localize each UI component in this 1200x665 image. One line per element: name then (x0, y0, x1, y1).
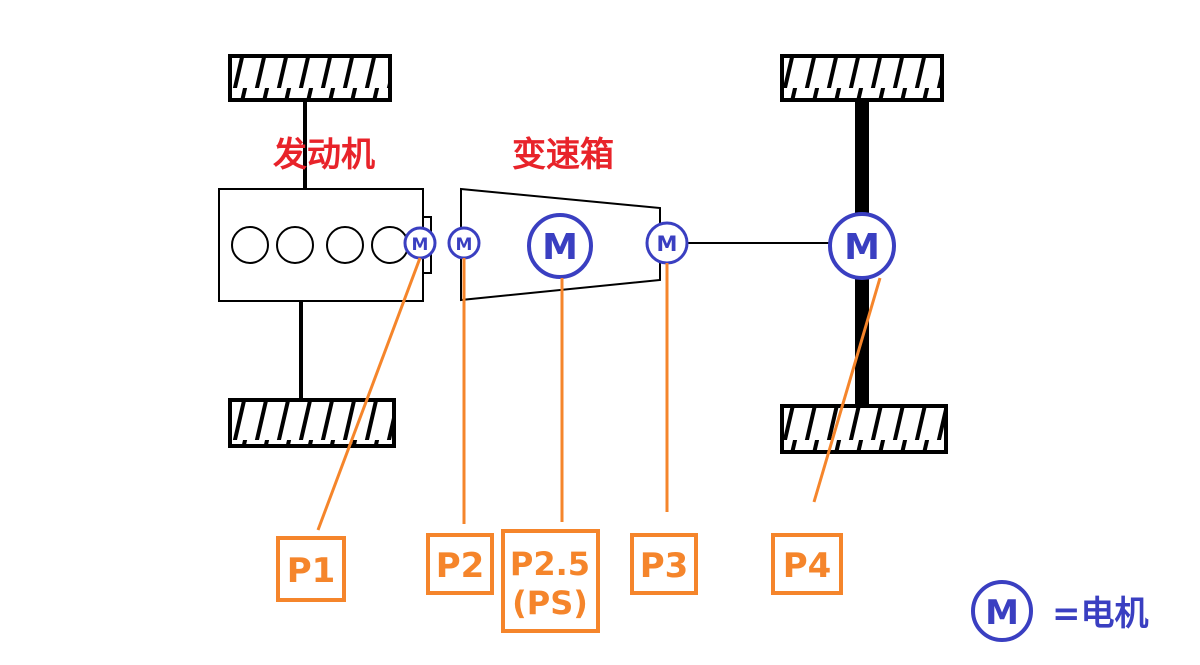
svg-text:P1: P1 (287, 551, 336, 591)
legend-text: =电机 (1052, 594, 1149, 634)
svg-text:P3: P3 (640, 546, 689, 586)
svg-text:M: M (542, 227, 578, 268)
front-left-wheel (228, 54, 392, 102)
engine-cylinder (276, 226, 314, 264)
svg-text:M: M (657, 232, 678, 256)
engine-cylinder (231, 226, 269, 264)
engine-block (218, 188, 432, 302)
engine-label: 发动机 (273, 135, 375, 175)
legend-motor-icon: M (971, 580, 1033, 642)
motor-p4-icon: M (828, 212, 896, 280)
position-box-p3: P3 (630, 533, 698, 595)
svg-text:M: M (412, 235, 429, 255)
svg-text:P4: P4 (783, 546, 832, 586)
legend: M =电机 (971, 580, 1149, 642)
rear-right-wheel (780, 404, 948, 454)
position-box-p1: P1 (276, 536, 346, 602)
gearbox-label: 变速箱 (512, 135, 614, 175)
motor-p2-5-icon: M (527, 213, 593, 279)
position-box-p2-5: P2.5 (PS) (501, 529, 600, 633)
svg-text:M: M (456, 235, 473, 255)
svg-text:P2.5: P2.5 (510, 545, 590, 583)
position-box-p2: P2 (426, 533, 494, 595)
svg-text:M: M (985, 593, 1019, 633)
svg-text:P2: P2 (436, 546, 485, 586)
position-box-p4: P4 (771, 533, 843, 595)
motor-p1-icon: M (403, 226, 437, 260)
front-right-wheel (228, 398, 396, 448)
p1-callout-line (316, 257, 422, 531)
engine-cylinder (326, 226, 364, 264)
motor-p2-icon: M (447, 226, 481, 260)
motor-p3-icon: M (645, 221, 689, 265)
p4-callout-line (812, 277, 882, 503)
svg-text:(PS): (PS) (512, 584, 588, 622)
rear-left-wheel (780, 54, 944, 102)
svg-text:M: M (844, 227, 880, 268)
